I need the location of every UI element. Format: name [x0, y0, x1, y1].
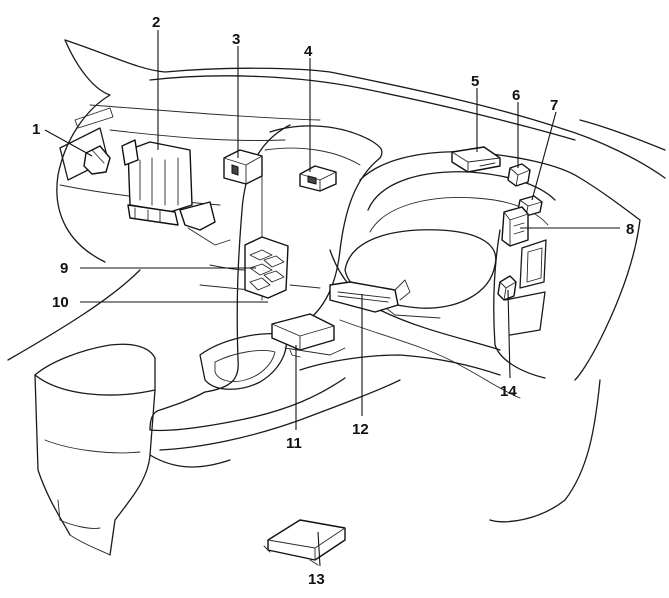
console-body-front	[109, 389, 156, 556]
component-8-relay-block	[501, 206, 529, 247]
callout-12: 12	[352, 421, 369, 438]
callout-2: 2	[152, 14, 160, 31]
callout-8: 8	[626, 221, 634, 238]
component-13-ecu	[263, 519, 346, 566]
leader-lines	[44, 30, 620, 567]
dash-top-right	[579, 119, 666, 151]
component-11-module	[271, 313, 346, 358]
callout-5: 5	[471, 73, 479, 90]
dash-right-end	[574, 177, 641, 381]
callout-7: 7	[550, 97, 558, 114]
console-body-seam	[57, 499, 101, 529]
console-armrest-left	[34, 374, 71, 536]
component-4-relay	[299, 165, 337, 192]
dash-top-edge	[64, 39, 666, 179]
center-stack-top	[269, 125, 383, 159]
callout-labels: 1 2 3 4 5 6 7 8 9 10 11 12 13 14	[32, 14, 634, 588]
callout-10: 10	[52, 294, 69, 311]
dash-right-lower	[493, 229, 546, 379]
callout-14: 14	[500, 383, 517, 400]
dash-ridge-1	[89, 104, 321, 121]
leader-1	[44, 129, 93, 157]
right-vent-inner	[526, 247, 543, 283]
leader-7	[531, 111, 557, 201]
console-to-floor	[149, 454, 231, 468]
callout-3: 3	[232, 31, 240, 48]
console-top	[149, 391, 206, 431]
console-shifter	[199, 333, 287, 390]
component-3-relay	[223, 149, 263, 185]
lower-dash-2	[339, 319, 521, 399]
floor-line	[299, 354, 501, 376]
dash-top-inner	[149, 75, 576, 141]
left-vent-top	[74, 107, 114, 129]
dash-right-kick	[489, 379, 601, 523]
right-trim	[504, 291, 546, 336]
callout-6: 6	[512, 87, 520, 104]
leader-14	[507, 289, 511, 379]
component-5-module	[451, 146, 501, 173]
console-side	[149, 377, 346, 432]
callout-1: 1	[32, 121, 40, 138]
callout-13: 13	[308, 571, 325, 588]
console-armrest-top	[34, 343, 156, 376]
leader-13	[317, 531, 321, 567]
center-stack-inner	[264, 147, 361, 166]
center-panel-line-4	[209, 264, 246, 271]
console-armrest-front	[34, 357, 156, 396]
console-body-panel	[69, 534, 111, 556]
console-lower	[159, 379, 401, 451]
center-panel-line-3	[199, 284, 251, 291]
callout-9: 9	[60, 260, 68, 277]
console-body-seam-2	[44, 439, 141, 454]
dash-left-lower	[7, 269, 141, 361]
console-shifter-inner	[214, 350, 276, 383]
callout-11: 11	[286, 435, 302, 452]
component-14-sensor	[497, 275, 517, 301]
component-1-relay	[83, 145, 111, 175]
dash-ridge-2	[109, 129, 286, 141]
component-9-10-relay-cluster	[244, 236, 289, 299]
component-12-bracket	[329, 279, 411, 313]
component-6-relay	[507, 163, 531, 187]
center-panel-line-2	[289, 284, 321, 289]
component-2-junction-block	[121, 139, 231, 246]
dash-left-end	[56, 39, 111, 263]
callout-4: 4	[304, 43, 313, 60]
right-vent	[519, 239, 547, 289]
